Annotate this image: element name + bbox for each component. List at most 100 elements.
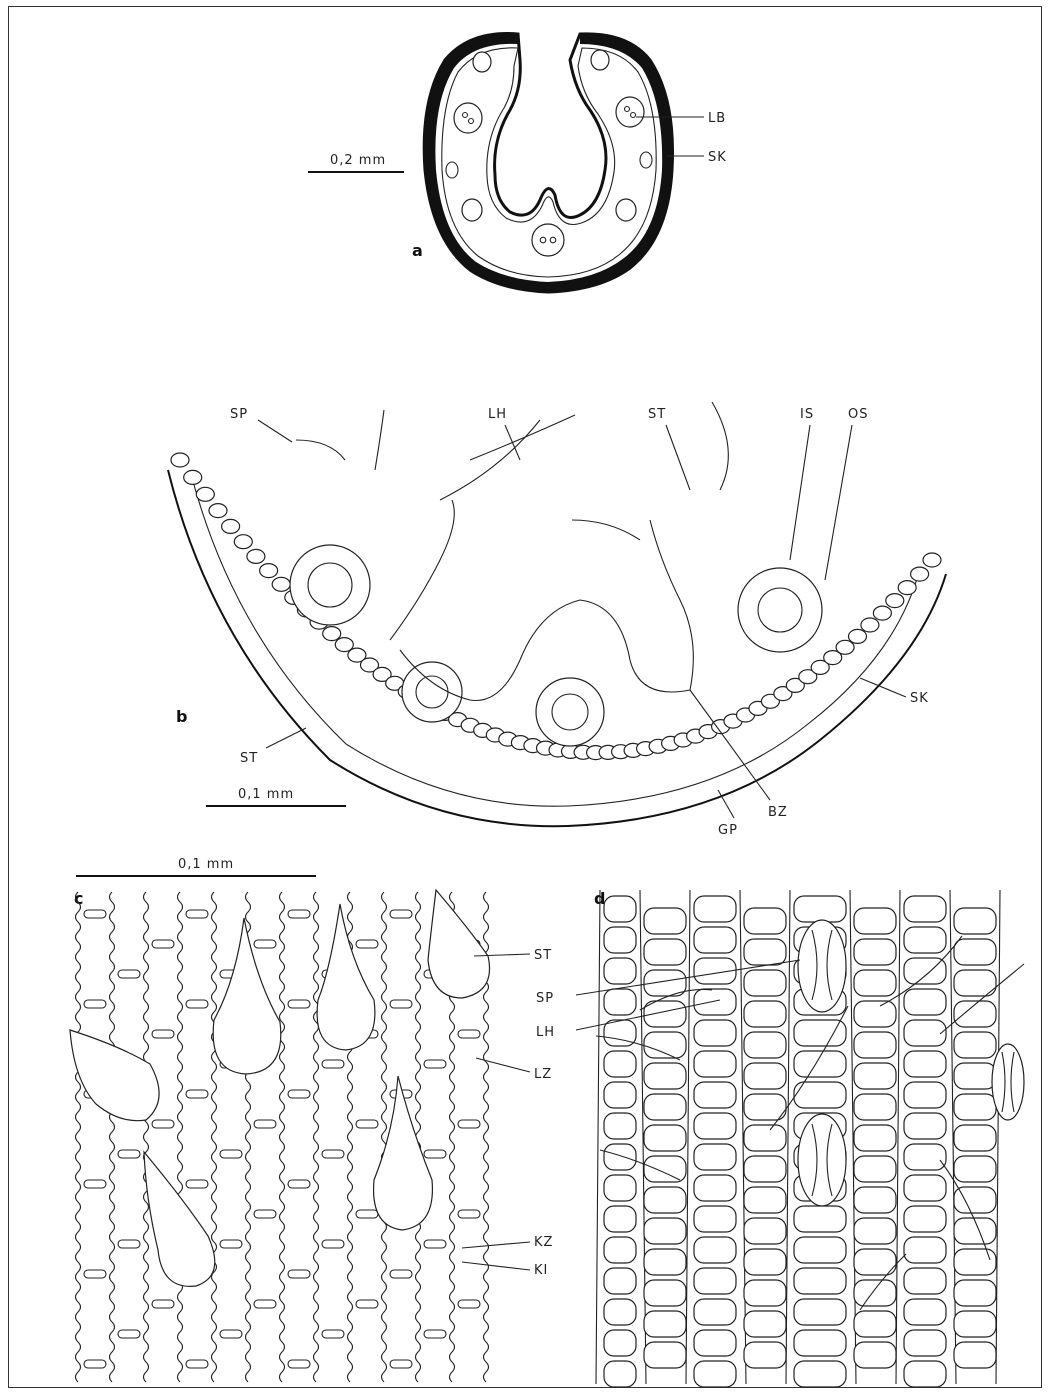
callout-st: ST — [534, 948, 552, 963]
epidermal-cell — [196, 487, 214, 501]
scale-bar-label: 0,1 mm — [178, 857, 234, 872]
epidermal-cell — [744, 939, 786, 965]
epidermal-cell — [904, 896, 946, 922]
stoma — [798, 1114, 846, 1206]
epidermal-cell — [954, 939, 996, 965]
cell-inclusion — [288, 1090, 310, 1098]
cell-inclusion — [322, 1330, 344, 1338]
epidermal-cell — [854, 1218, 896, 1244]
cell-inclusion — [288, 1270, 310, 1278]
cell-inclusion — [458, 1210, 480, 1218]
cell-inclusion — [152, 1300, 174, 1308]
epidermal-cell — [694, 1330, 736, 1356]
epidermal-cell — [904, 927, 946, 953]
epidermal-cell — [923, 553, 941, 567]
cell-inclusion — [84, 1270, 106, 1278]
epidermal-cell — [911, 567, 929, 581]
callout-is: IS — [800, 407, 814, 422]
epidermal-cell — [644, 1094, 686, 1120]
epidermal-cell — [836, 640, 854, 654]
cell-wall — [76, 892, 81, 1382]
epidermal-cell — [694, 1206, 736, 1232]
epidermal-cell — [604, 1051, 636, 1077]
vascular-bundle — [454, 103, 482, 133]
epidermal-cell — [744, 1125, 786, 1151]
cell-inclusion — [254, 1210, 276, 1218]
cell-inclusion — [458, 1300, 480, 1308]
epidermal-cell — [694, 1113, 736, 1139]
epidermal-cell — [604, 927, 636, 953]
callout-line — [258, 420, 292, 442]
epidermal-cell — [644, 1063, 686, 1089]
stoma-hair — [70, 1030, 159, 1121]
epidermal-cell — [854, 1280, 896, 1306]
cell-inclusion — [186, 1360, 208, 1368]
epidermal-cell — [744, 1001, 786, 1027]
callout-line — [666, 425, 690, 490]
cell-inclusion — [220, 1150, 242, 1158]
epidermal-cell — [694, 1051, 736, 1077]
epidermal-cell — [854, 908, 896, 934]
epidermal-cell — [744, 1218, 786, 1244]
callout-ki: KI — [534, 1263, 548, 1278]
epidermal-cell — [904, 1175, 946, 1201]
cell-inclusion — [118, 1240, 140, 1248]
epidermal-cell — [260, 564, 278, 578]
cell-inclusion — [254, 940, 276, 948]
epidermal-cell — [904, 1113, 946, 1139]
epidermal-cell — [323, 627, 341, 641]
epidermal-cell — [604, 1175, 636, 1201]
vascular-bundle — [591, 50, 609, 70]
callout-st-top: ST — [648, 407, 666, 422]
epidermal-cell — [644, 1125, 686, 1151]
hair — [440, 420, 540, 500]
cell-inclusion — [322, 1240, 344, 1248]
epidermal-cell — [744, 1342, 786, 1368]
epidermal-cell — [604, 1361, 636, 1387]
epidermal-cell — [272, 577, 290, 591]
cell-inclusion — [288, 1000, 310, 1008]
cell-wall — [382, 892, 387, 1382]
epidermal-cell — [854, 1063, 896, 1089]
epidermal-cell — [694, 1175, 736, 1201]
stoma — [798, 920, 846, 1012]
epidermal-cell — [886, 594, 904, 608]
epidermal-cell — [604, 1144, 636, 1170]
panel-a: LB SK 0,2 mm a — [308, 34, 727, 292]
epidermal-cell — [873, 606, 891, 620]
cell-inclusion — [458, 1030, 480, 1038]
hair — [375, 410, 384, 470]
callout-os: OS — [848, 407, 868, 422]
epidermal-cell — [694, 989, 736, 1015]
epidermal-cell — [904, 1268, 946, 1294]
wavy-epidermal-cells — [76, 892, 489, 1382]
vascular-bundle — [462, 199, 482, 221]
epidermal-cell — [904, 1361, 946, 1387]
cell-inclusion — [390, 910, 412, 918]
epidermal-cell — [184, 470, 202, 484]
cell-column-wall — [596, 890, 600, 1384]
callout-lh: LH — [536, 1025, 555, 1040]
cell-wall — [314, 892, 319, 1382]
epidermal-cell — [644, 939, 686, 965]
epidermal-cell — [954, 1249, 996, 1275]
panel-c: 0,1 mm c ST LZ KZ KI — [70, 857, 553, 1382]
epidermal-cell — [644, 1342, 686, 1368]
epidermal-cell — [744, 1311, 786, 1337]
cell-inclusion — [152, 940, 174, 948]
panel-d: d SP LH — [536, 889, 1024, 1387]
epidermal-cell — [744, 1032, 786, 1058]
hair — [470, 415, 575, 460]
epidermal-cell — [854, 1001, 896, 1027]
callout-line — [476, 1058, 530, 1072]
cell-inclusion — [186, 910, 208, 918]
cell-inclusion — [254, 1120, 276, 1128]
epidermal-cell — [644, 1249, 686, 1275]
hair — [572, 520, 640, 540]
epidermal-cell — [904, 1144, 946, 1170]
cell-inclusion — [322, 1060, 344, 1068]
epidermal-cell — [954, 1125, 996, 1151]
epidermal-cell — [794, 1299, 846, 1325]
epidermal-cell — [954, 1032, 996, 1058]
cell-inclusion — [322, 1150, 344, 1158]
